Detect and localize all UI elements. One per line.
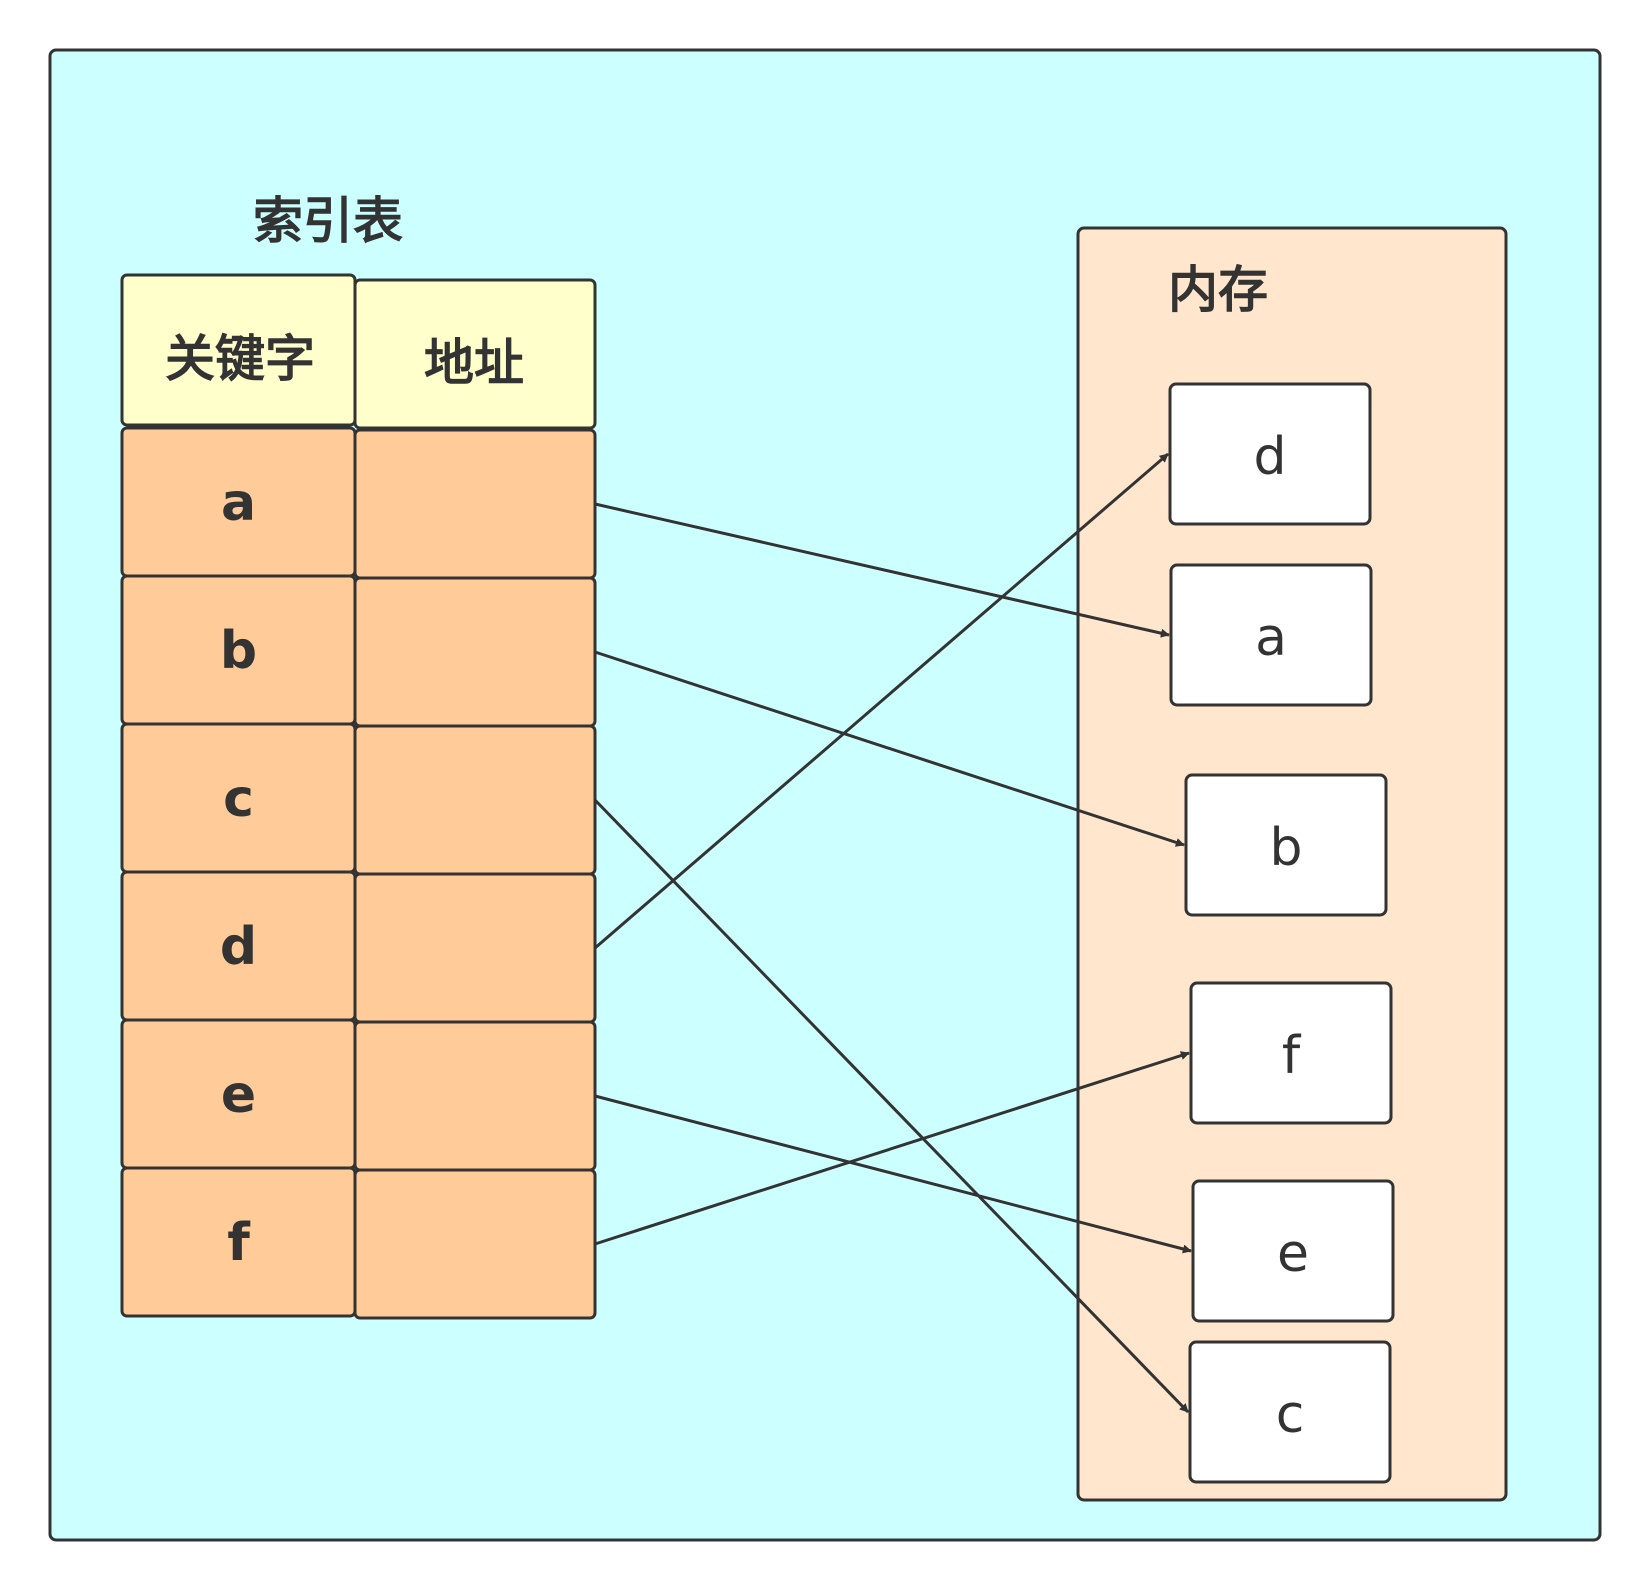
memory-block: f	[1189, 981, 1393, 1125]
key-label: e	[221, 1065, 256, 1125]
key-label: b	[220, 621, 257, 681]
address-header-label: 地址	[424, 334, 524, 392]
pointer-arrow	[593, 798, 1190, 1414]
memory-block-box	[1191, 1179, 1395, 1323]
address-cell	[353, 428, 597, 580]
address-cell	[353, 576, 597, 728]
address-cell	[353, 1020, 597, 1172]
memory-block-label: d	[1253, 427, 1286, 487]
table-row: c	[120, 722, 597, 876]
key-label: c	[223, 769, 254, 829]
key-label: f	[227, 1213, 251, 1273]
memory-block-box	[1188, 1340, 1392, 1484]
memory-block-label: c	[1276, 1385, 1305, 1445]
table-row: d	[120, 870, 597, 1024]
memory-block: e	[1191, 1179, 1395, 1323]
memory-block: b	[1184, 773, 1388, 917]
address-cell	[353, 724, 597, 876]
table-row: e	[120, 1018, 597, 1172]
memory-block-box	[1169, 563, 1373, 707]
memory-block-box	[1184, 773, 1388, 917]
address-cell	[353, 872, 597, 1024]
index-table-rows: a b c d e f	[120, 426, 597, 1320]
pointer-arrow	[594, 502, 1170, 638]
memory-block-box	[1189, 981, 1393, 1125]
index-table-header: 关键字 地址	[120, 273, 597, 430]
memory-title: 内存	[1168, 261, 1268, 319]
memory-block: a	[1169, 563, 1373, 707]
pointer-arrow	[594, 1094, 1192, 1254]
table-row: a	[120, 426, 597, 580]
key-label: a	[221, 473, 256, 533]
pointer-arrow	[594, 650, 1185, 847]
table-row: b	[120, 574, 597, 728]
index-table-title: 索引表	[253, 192, 403, 250]
pointer-arrows	[593, 452, 1192, 1414]
memory-block-label: f	[1282, 1026, 1302, 1086]
memory-block-label: e	[1277, 1224, 1309, 1284]
memory-block: c	[1188, 1340, 1392, 1484]
pointer-arrow	[594, 452, 1169, 950]
address-header-cell	[353, 278, 597, 430]
table-row: f	[120, 1166, 597, 1320]
key-header-label: 关键字	[165, 330, 315, 388]
memory-block: d	[1168, 382, 1372, 526]
address-cell	[353, 1168, 597, 1320]
memory-blocks: d a b f e c	[1168, 382, 1395, 1484]
memory-block-label: b	[1269, 818, 1302, 878]
key-label: d	[220, 917, 257, 977]
pointer-arrow	[594, 1051, 1190, 1246]
memory-block-box	[1168, 382, 1372, 526]
memory-block-label: a	[1255, 608, 1287, 668]
